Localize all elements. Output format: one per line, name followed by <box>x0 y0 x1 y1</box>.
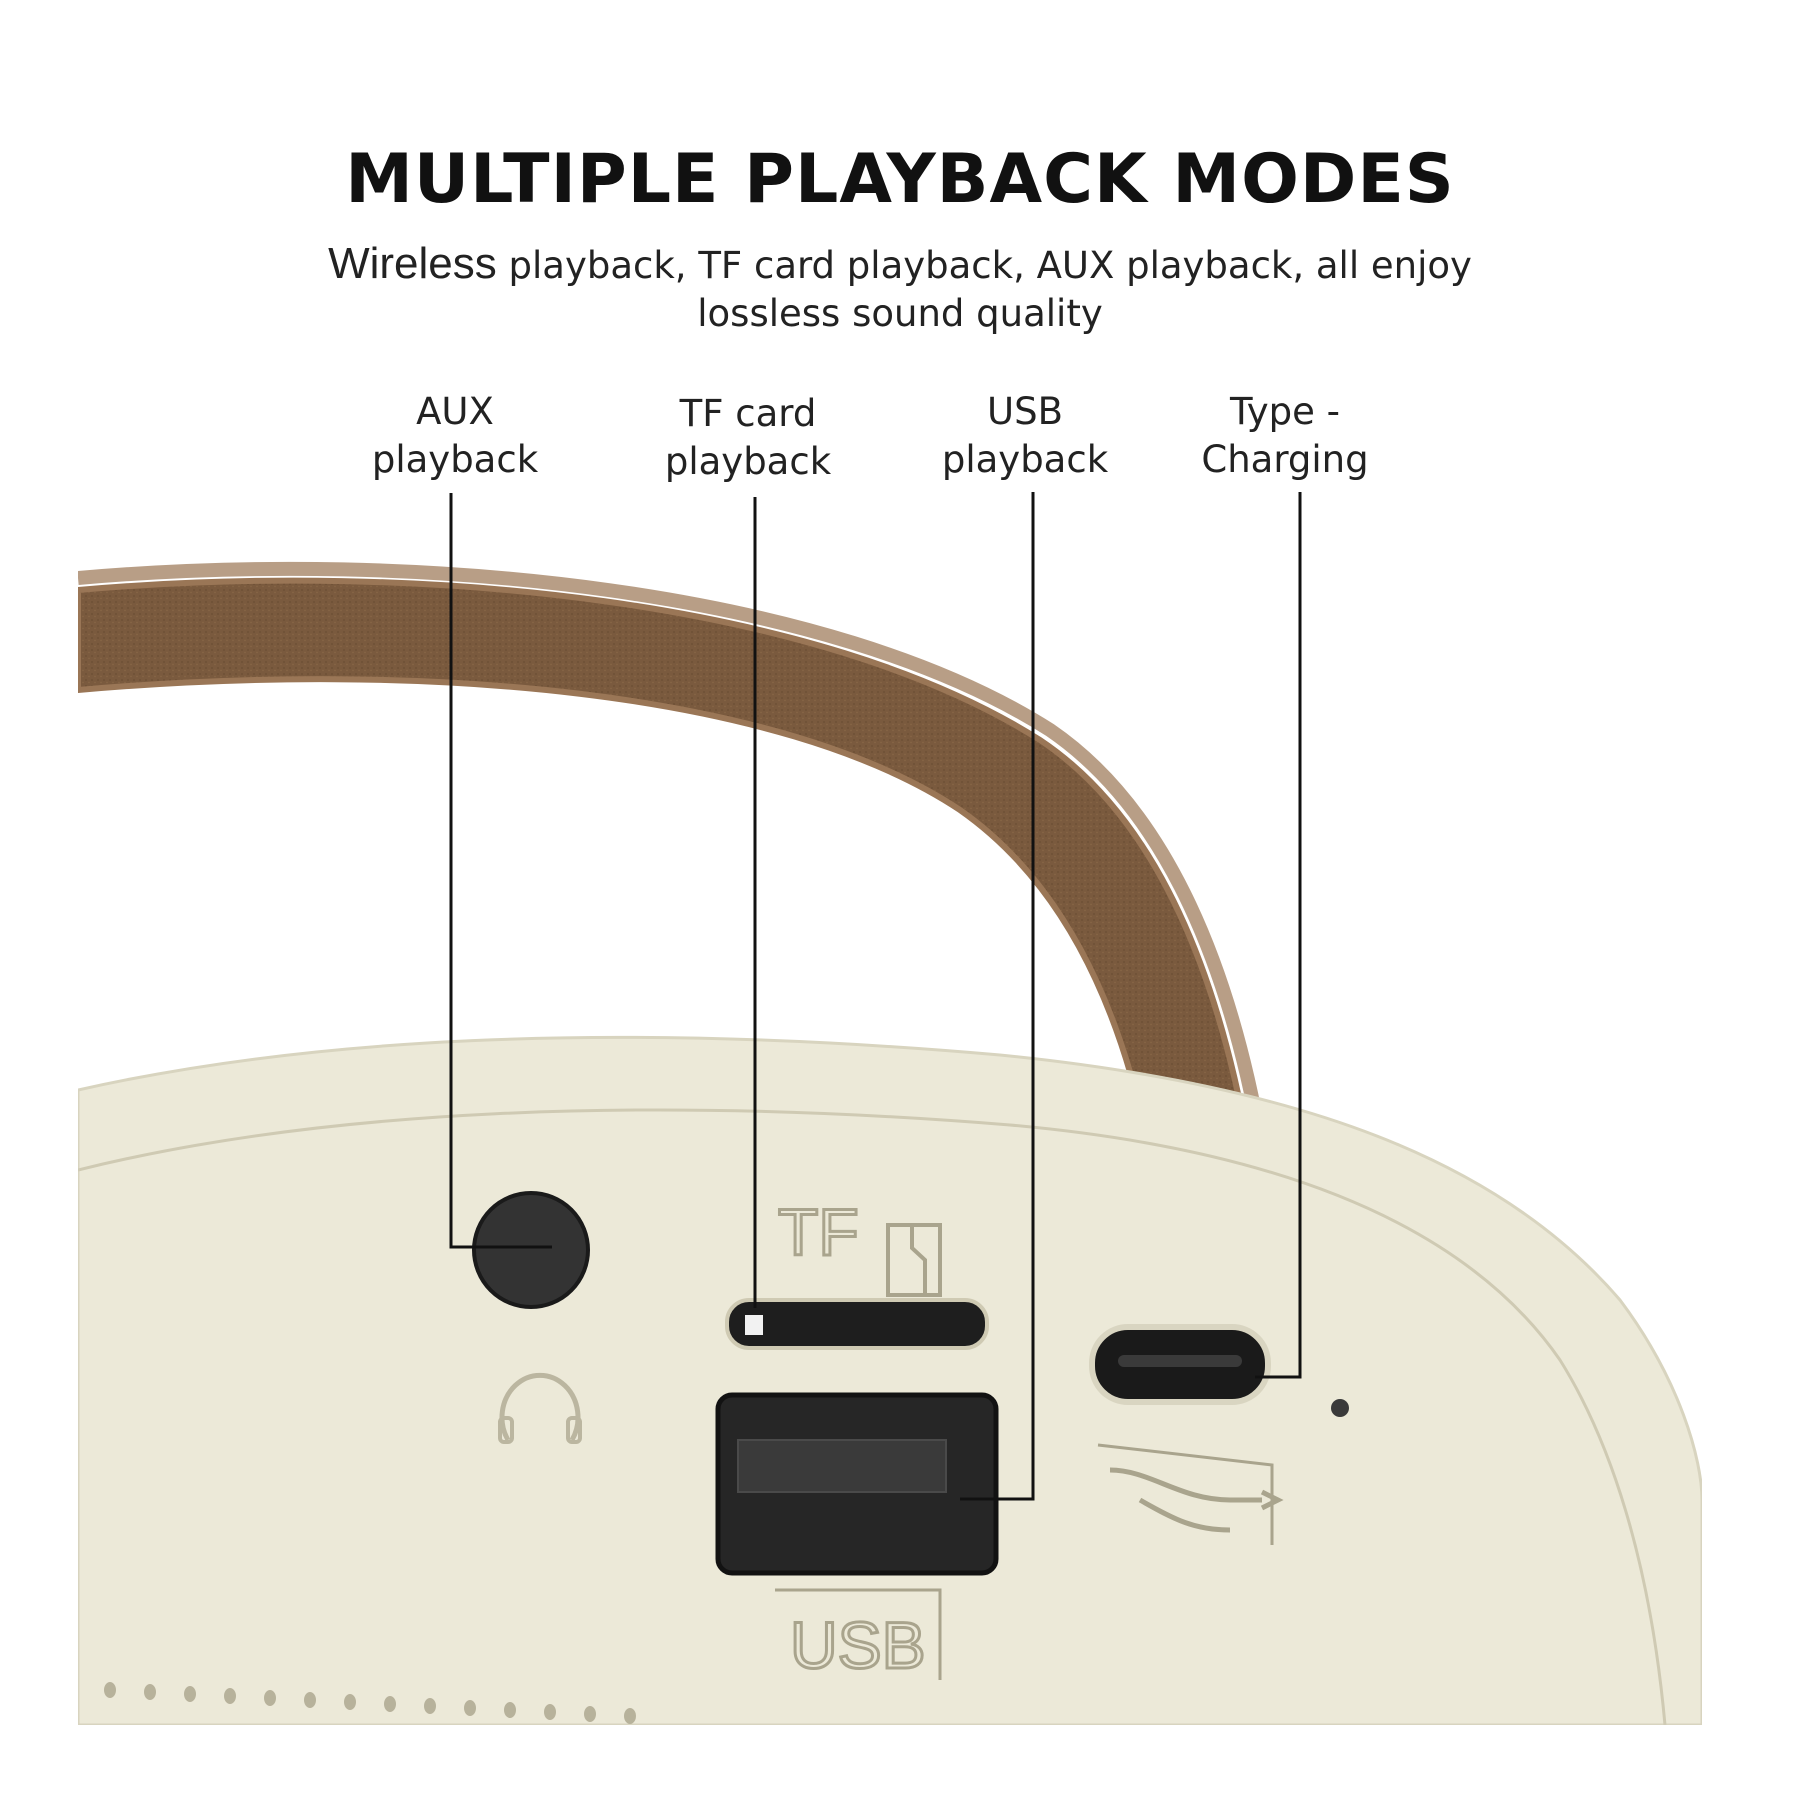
grille-hole <box>104 1682 116 1698</box>
headphone-icon-cup-left <box>498 1416 514 1444</box>
grille-hole <box>304 1692 316 1708</box>
grille-hole <box>624 1708 636 1724</box>
usb-symbol-bracket <box>1097 1443 1274 1545</box>
leader-line-type-c <box>1255 492 1302 1379</box>
grille-hole <box>504 1702 516 1718</box>
label-typec-line-2: Charging <box>1201 438 1369 481</box>
label-aux-line-2: playback <box>371 438 539 481</box>
usb-marking-bracket <box>775 1588 942 1680</box>
speaker-body-seam <box>78 1108 1667 1725</box>
headphone-icon-cup-right <box>566 1416 582 1444</box>
grille-hole <box>344 1694 356 1710</box>
label-usb-line-1: USB <box>987 390 1063 433</box>
label-usb-line-2: playback <box>941 438 1109 481</box>
sd-card-icon <box>886 1223 942 1297</box>
grille-hole <box>224 1688 236 1704</box>
aux-jack-port <box>472 1191 590 1309</box>
subheadline-line-1: Wireless playback, TF card playback, AUX… <box>300 240 1500 290</box>
label-tf-line-2: playback <box>664 440 832 483</box>
tf-marking: TF <box>778 1195 859 1269</box>
label-tf-line-1: TF card <box>679 392 817 435</box>
usb-marking: USB <box>790 1608 926 1682</box>
label-usb-playback: USB playback <box>895 388 1155 484</box>
grille-hole <box>184 1686 196 1702</box>
usb-a-tongue <box>737 1439 947 1493</box>
tf-card-slot <box>725 1298 989 1350</box>
grille-hole <box>464 1700 476 1716</box>
grille-hole <box>264 1690 276 1706</box>
label-typec-line-1: Type - <box>1229 390 1341 433</box>
grille-hole <box>424 1698 436 1714</box>
leader-line-aux <box>449 493 552 1249</box>
speaker-grille <box>104 1682 636 1724</box>
label-type-c-charging: Type - Charging <box>1155 388 1415 484</box>
headphone-icon <box>499 1372 581 1442</box>
label-aux-line-1: AUX <box>416 390 494 433</box>
grille-hole <box>544 1704 556 1720</box>
subheadline-line-2: lossless sound quality <box>697 292 1103 335</box>
grille-hole <box>144 1684 156 1700</box>
label-tf-card-playback: TF card playback <box>618 390 878 486</box>
strap-top-edge <box>78 561 1269 1152</box>
grille-hole <box>384 1696 396 1712</box>
subheadline-lead: Wireless <box>328 239 497 288</box>
label-aux-playback: AUX playback <box>325 388 585 484</box>
grille-hole <box>584 1706 596 1722</box>
speaker-body <box>78 1035 1702 1725</box>
subheadline-rest: playback, TF card playback, AUX playback… <box>496 244 1472 287</box>
status-led <box>1331 1399 1349 1417</box>
leader-line-usb <box>960 492 1035 1501</box>
tf-slot-highlight <box>745 1315 763 1335</box>
subheadline: Wireless playback, TF card playback, AUX… <box>300 240 1500 338</box>
type-c-tongue <box>1118 1355 1242 1367</box>
usb-symbol-icon <box>1109 1467 1284 1533</box>
headline: MULTIPLE PLAYBACK MODES <box>345 140 1455 219</box>
